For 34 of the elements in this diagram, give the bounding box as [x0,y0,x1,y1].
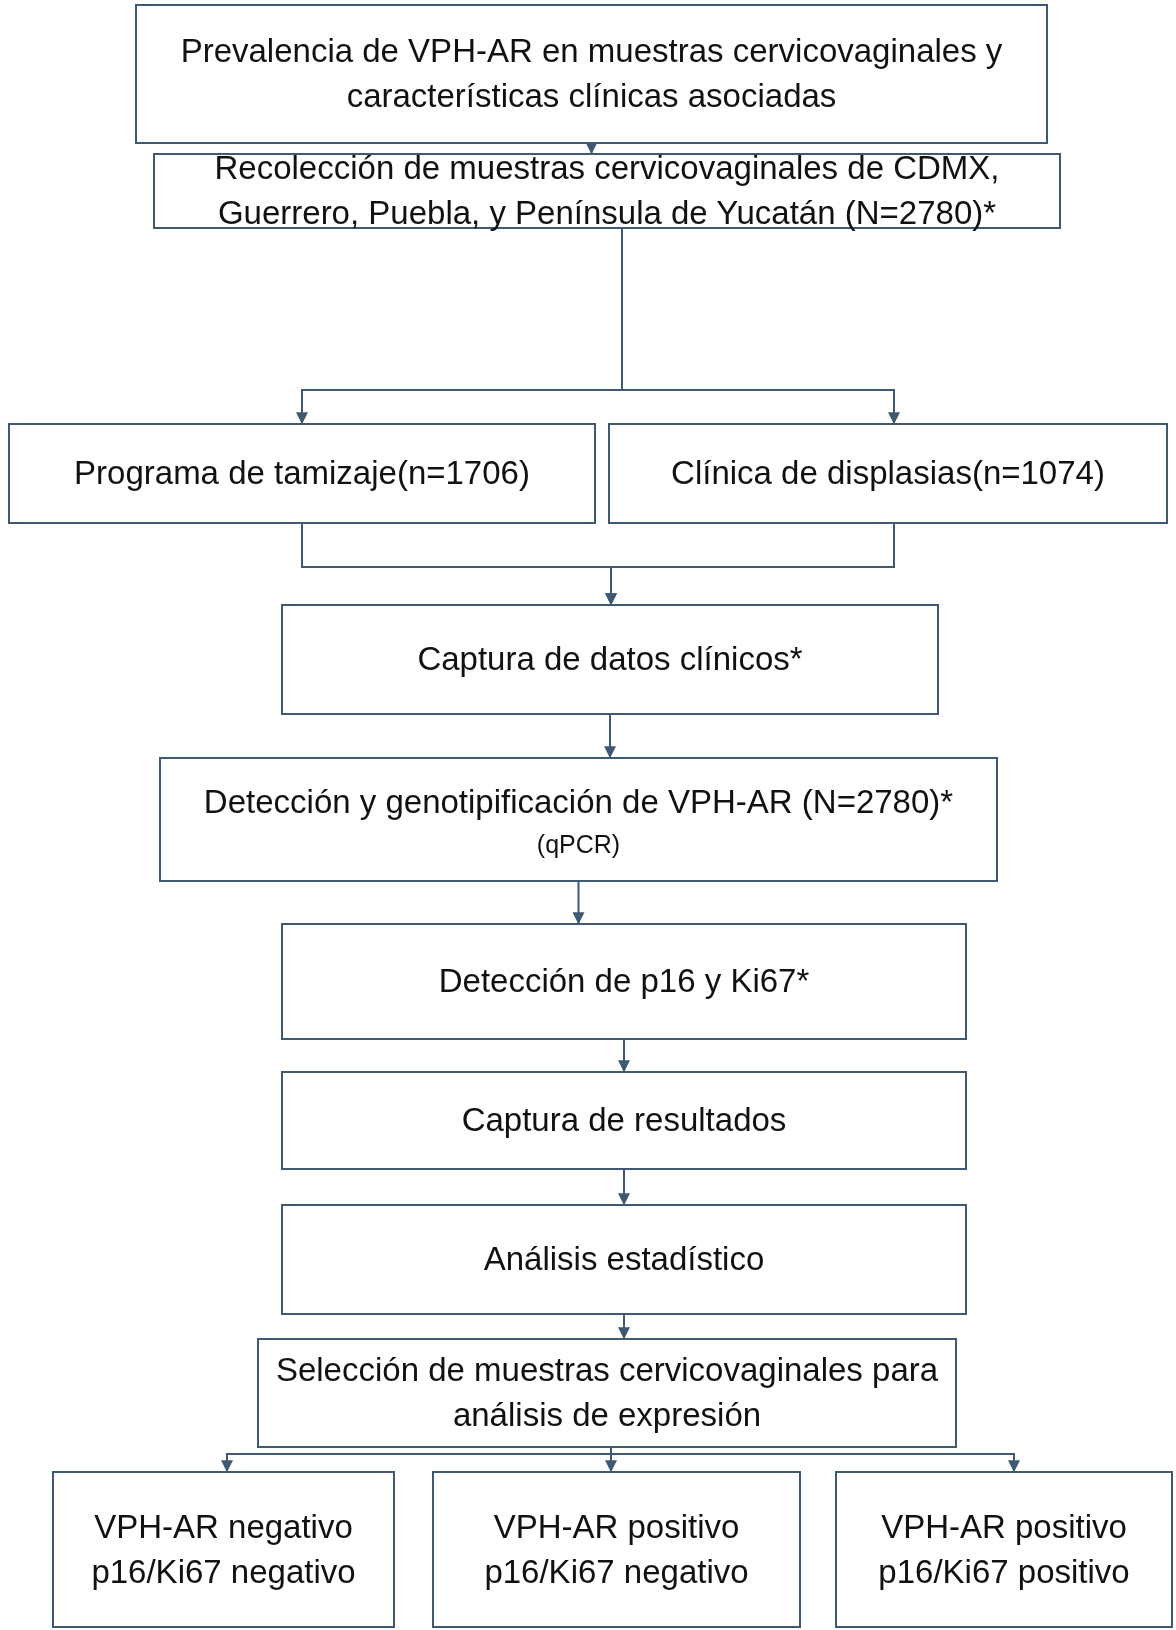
process-box [281,604,939,715]
box-title: Prevalencia de VPH-AR en muestras cervicovaginales y características clínicas asociadas [179,31,1004,116]
arrow [585,142,598,155]
box-title: Clínica de displasias(n=1074) [671,453,1105,494]
box-title: VPH-AR negativo p16/Ki67 negativo [90,1506,357,1592]
arrow [618,1169,630,1206]
process-box [135,4,1048,144]
process-box [281,1204,967,1315]
box-title: VPH-AR positivo p16/Ki67 negativo [483,1506,750,1592]
box-title: Programa de tamizaje(n=1706) [74,453,530,494]
box-title: Captura de datos clínicos* [417,639,803,680]
process-box [835,1471,1173,1628]
arrow [605,523,895,606]
box-subtitle: (qPCR) [536,830,621,860]
process-box [281,1071,967,1170]
process-box [432,1471,801,1628]
box-title: Recolección de muestras cervicovaginales de CDMX, Guerrero, Puebla, y Península de Yucatán (N=2780)* [213,148,1001,233]
box-title: Selección de muestras cervicovaginales para análisis de expresión [274,1350,940,1435]
box-title: Detección y genotipificación de VPH-AR (N=2780)* [203,781,954,822]
arrow [618,1039,630,1073]
arrow [572,881,585,925]
box-title: VPH-AR positivo p16/Ki67 positivo [877,1506,1131,1592]
arrow [604,714,616,759]
process-box [257,1338,957,1448]
box-title: Detección de p16 y Ki67* [438,961,810,1002]
process-box [153,153,1061,229]
arrow [618,1314,630,1340]
process-box [608,423,1168,524]
process-box [159,757,998,882]
box-title: Captura de resultados [461,1100,787,1141]
process-box [8,423,596,524]
box-title: Análisis estadístico [483,1239,765,1280]
process-box [52,1471,395,1628]
process-box [281,923,967,1040]
